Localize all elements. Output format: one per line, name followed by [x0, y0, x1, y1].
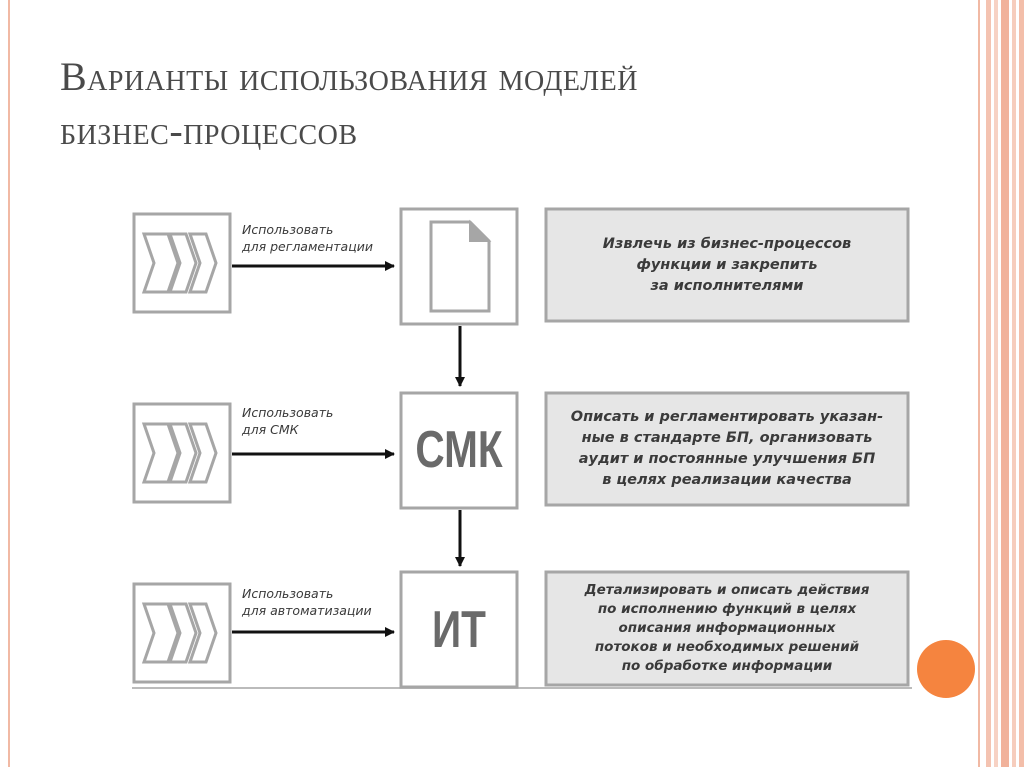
- document-icon: [429, 219, 492, 313]
- smk-label: СМК: [415, 421, 503, 479]
- arrow-label-regulation: Использовать для регламентации: [242, 222, 373, 254]
- row-smk: [132, 391, 910, 510]
- process-chevron-box: [132, 582, 232, 684]
- process-chevron-box: [132, 212, 232, 314]
- title-line-2: бизнес-процессов: [60, 108, 358, 153]
- chevron-icon: [141, 602, 218, 664]
- smk-box: [399, 391, 519, 510]
- chevron-icon: [141, 422, 218, 484]
- arrow-label-smk: Использовать для СМК: [242, 405, 334, 437]
- description-box-1: [544, 207, 910, 323]
- description-box-2: [544, 391, 910, 507]
- it-box: [399, 570, 519, 689]
- decorative-stripes: [986, 0, 1024, 767]
- row-regulation: [132, 207, 910, 326]
- arrow-label-automation: Использовать для автоматизации: [242, 586, 372, 618]
- description-text-2: Описать и регламентировать указан- ные в…: [570, 409, 884, 488]
- description-box-3: [544, 570, 910, 687]
- slide-title: Варианты использования моделей бизнес-пр…: [60, 50, 940, 158]
- it-label: ИТ: [432, 601, 486, 659]
- decorative-orange-circle: [917, 640, 975, 698]
- process-chevron-box: [132, 402, 232, 504]
- row-it: [132, 570, 910, 689]
- slide-frame: [8, 0, 980, 767]
- chevron-icon: [141, 232, 218, 294]
- description-text-3: Детализировать и описать действия по исп…: [584, 582, 870, 674]
- description-text-1: Извлечь из бизнес-процессов функции и за…: [602, 235, 852, 294]
- title-line-1: Варианты использования моделей: [60, 54, 638, 99]
